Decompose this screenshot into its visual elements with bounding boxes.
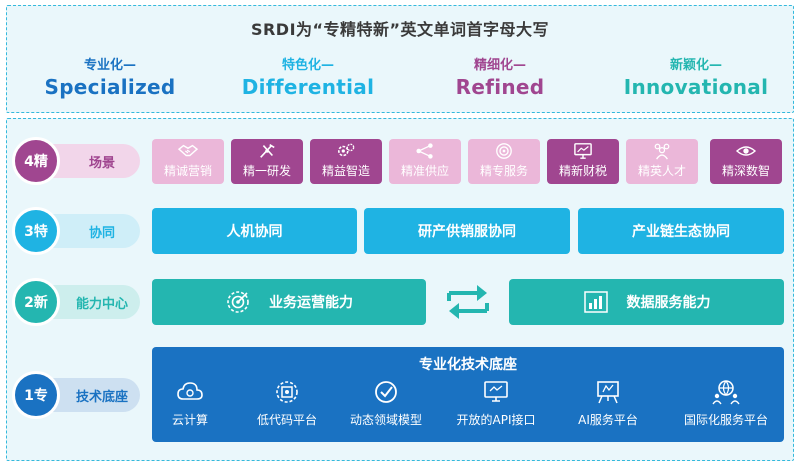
pillar-refined: 精细化— Refined [405,54,595,99]
pillar-innovational: 新颖化— Innovational [601,54,791,99]
cap-label: 业务运营能力 [269,295,353,311]
row-number-tech: 1专 [12,371,60,419]
scene-label: 精益智造 [321,164,370,178]
row-title-capability: 能力中心 [75,296,128,312]
pillar-cn: 精细化— [473,58,526,73]
header-title: SRDI为“专精特新”英文单词首字母大写 [250,20,550,39]
pillar-specialized: 专业化— Specialized [15,54,205,99]
pillar-en: Specialized [44,75,176,99]
collab-value-chain: 研产供销服协同 [364,208,570,254]
scene-label: 精新财税 [558,164,607,178]
target-icon [227,291,249,313]
row-label-collab: 3特 协同 [12,207,140,255]
scene-label: 精深数智 [721,164,770,178]
collab-human-machine: 人机协同 [152,208,357,254]
pillar-cn: 特色化— [281,58,334,73]
tech-item-domain-model: 动态领域模型 [336,379,436,428]
tech-label: 国际化服务平台 [683,413,768,427]
pillar-cn: 专业化— [83,58,136,73]
gears-icon [337,143,355,157]
handshake-icon [177,144,199,157]
tech-label: AI服务平台 [578,413,638,427]
pillar-en: Innovational [623,75,769,99]
scene-label: 精诚营销 [163,164,212,178]
scene-label: 精专服务 [479,164,528,178]
tech-item-ai-platform: AI服务平台 [558,379,658,428]
scene-card-digital: 精深数智 [710,139,782,184]
tech-item-open-api: 开放的API接口 [446,379,546,428]
scene-card-supply: 精准供应 [389,139,461,184]
tools-icon [260,144,275,158]
tech-item-international: 国际化服务平台 [676,379,776,428]
row-label-tech: 1专 技术底座 [12,371,140,419]
scene-card-manufacturing: 精益智造 [310,139,382,184]
tech-base-panel: 专业化技术底座 云计算 低代码平台 动态领域模型 开放的API接口 AI服务平台… [152,347,784,442]
eye-icon [735,146,757,156]
bar-chart-icon [583,291,608,313]
scene-label: 精英人才 [637,164,686,178]
pillar-en: Refined [455,75,545,99]
scene-label: 精一研发 [242,164,291,178]
monitor-icon [574,143,592,159]
tech-item-lowcode: 低代码平台 [237,379,337,428]
header-panel: SRDI为“专精特新”英文单词首字母大写 专业化— Specialized 特色… [6,5,794,113]
cloud-icon [177,382,203,400]
globe-people-icon [712,380,740,405]
target-icon [496,143,512,159]
pillar-cn: 新颖化— [669,58,722,73]
check-badge-icon [375,381,397,403]
api-screen-icon [484,381,508,402]
scene-card-finance: 精新财税 [547,139,619,184]
row-number-scene: 4精 [12,137,60,185]
scene-card-talent: 精英人才 [626,139,698,184]
tech-label: 低代码平台 [256,413,317,427]
cap-data-services: 数据服务能力 [509,279,784,325]
cap-label: 数据服务能力 [626,295,711,311]
ai-board-icon [597,381,619,404]
row-label-capability: 2新 能力中心 [12,278,140,326]
tech-label: 动态领域模型 [349,413,422,427]
scene-label: 精准供应 [400,164,449,178]
row-label-scene: 4精 场景 [12,137,140,185]
code-chip-icon [276,381,298,403]
people-icon [654,143,670,160]
sync-arrows-icon [447,285,489,319]
network-icon [416,143,433,159]
row-title-collab: 协同 [88,225,115,241]
tech-base-title: 专业化技术底座 [419,357,517,373]
tech-item-cloud: 云计算 [140,379,240,428]
scene-card-rnd: 精一研发 [231,139,303,184]
row-number-capability: 2新 [12,278,60,326]
collab-ecosystem: 产业链生态协同 [578,208,784,254]
row-title-scene: 场景 [88,155,115,171]
row-number-collab: 3特 [12,207,60,255]
row-title-tech: 技术底座 [75,389,128,405]
scene-card-marketing: 精诚营销 [152,139,224,184]
pillar-en: Differential [241,75,375,99]
tech-label: 云计算 [171,413,208,427]
cap-business-operations: 业务运营能力 [152,279,426,325]
scene-card-service: 精专服务 [468,139,540,184]
pillar-differential: 特色化— Differential [213,54,403,99]
tech-label: 开放的API接口 [456,413,536,427]
